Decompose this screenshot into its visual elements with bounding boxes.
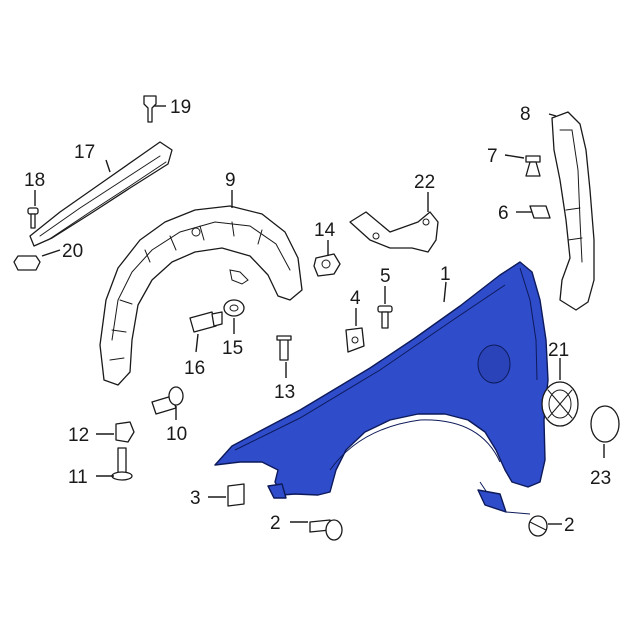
fuel-door-housing[interactable] (541, 381, 579, 427)
callout-7: 7 (487, 146, 498, 167)
upper-rail[interactable] (29, 141, 173, 247)
callout-20: 20 (62, 241, 83, 262)
bolt-5[interactable] (377, 305, 393, 329)
washer-15[interactable] (223, 299, 245, 317)
callout-11: 11 (68, 467, 88, 488)
callout-23: 23 (590, 468, 611, 489)
clip-6[interactable] (529, 205, 551, 219)
callout-6: 6 (498, 203, 509, 224)
callout-10: 10 (166, 424, 187, 445)
nut-12[interactable] (115, 421, 135, 443)
screw-7[interactable] (525, 155, 541, 177)
bracket-4[interactable] (345, 327, 365, 353)
bolt-19[interactable] (143, 95, 157, 123)
callout-15: 15 (222, 338, 243, 359)
bolt-2a[interactable] (309, 519, 343, 541)
callout-22: 22 (414, 172, 435, 193)
mount-bracket[interactable] (349, 211, 439, 253)
push-clip-16[interactable] (189, 311, 223, 333)
callout-2b: 2 (564, 515, 575, 536)
callout-1: 1 (440, 264, 451, 285)
callout-18: 18 (24, 170, 45, 191)
bolt-10[interactable] (151, 386, 184, 415)
callout-21: 21 (548, 340, 569, 361)
callout-labels: 1 2 2 3 4 5 6 7 8 9 10 11 12 13 14 15 16… (24, 97, 611, 536)
nut-14[interactable] (313, 253, 341, 277)
fender-panel[interactable] (214, 261, 549, 515)
callout-13: 13 (274, 382, 295, 403)
callout-5: 5 (380, 266, 391, 287)
callout-arrows (34, 105, 605, 525)
callout-17: 17 (74, 142, 95, 163)
callout-4: 4 (350, 288, 361, 309)
callout-9: 9 (225, 170, 236, 191)
fuel-door[interactable] (590, 405, 620, 443)
callout-19: 19 (170, 97, 191, 118)
clip-18[interactable] (27, 207, 39, 229)
rear-bracket[interactable] (551, 111, 595, 311)
callout-2a: 2 (270, 513, 281, 534)
wheel-liner[interactable] (99, 205, 303, 386)
callout-16: 16 (184, 358, 205, 379)
stud-13[interactable] (276, 335, 292, 361)
callout-12: 12 (68, 425, 89, 446)
stud-11[interactable] (111, 447, 133, 481)
clip-3[interactable] (227, 483, 245, 507)
nut-20[interactable] (13, 255, 41, 271)
callout-14: 14 (314, 220, 336, 241)
callout-3: 3 (190, 488, 201, 509)
bolt-2b[interactable] (528, 515, 548, 537)
callout-8: 8 (520, 104, 531, 125)
